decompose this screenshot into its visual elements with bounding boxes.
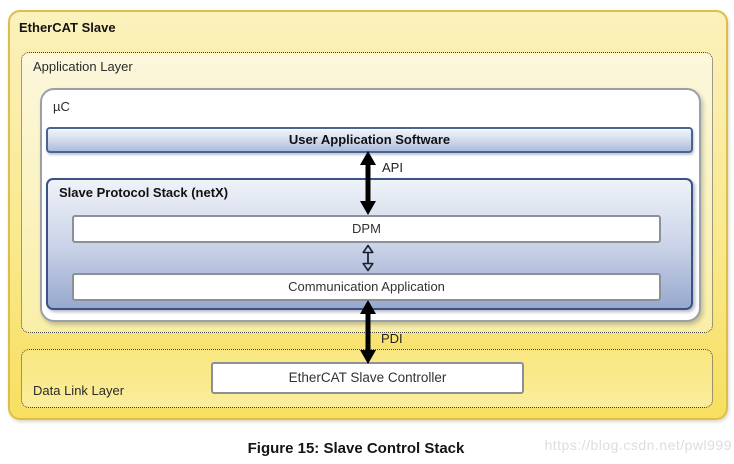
communication-application-box: Communication Application [72,273,661,301]
pdi-label: PDI [381,331,403,346]
protocol-stack-box: Slave Protocol Stack (netX) DPM Communic… [46,178,693,310]
pdi-double-arrow-icon [360,300,376,364]
dpm-box: DPM [72,215,661,243]
user-application-bar: User Application Software [46,127,693,153]
dpm-label: DPM [352,221,381,236]
esc-box: EtherCAT Slave Controller [211,362,524,394]
protocol-stack-label: Slave Protocol Stack (netX) [59,185,229,200]
figure-caption: Figure 15: Slave Control Stack [247,440,465,457]
esc-label: EtherCAT Slave Controller [288,370,447,385]
uc-label: µC [53,99,70,114]
api-double-arrow-icon [360,151,376,215]
data-link-layer-label: Data Link Layer [33,383,125,398]
user-application-label: User Application Software [288,132,451,147]
ethercat-slave-title: EtherCAT Slave [19,20,116,35]
application-layer-label: Application Layer [33,59,133,74]
dpm-comm-double-arrow-icon [362,244,374,272]
watermark: https://blog.csdn.net/pwl999 [544,437,732,453]
api-label: API [382,160,403,175]
communication-application-label: Communication Application [288,279,445,294]
